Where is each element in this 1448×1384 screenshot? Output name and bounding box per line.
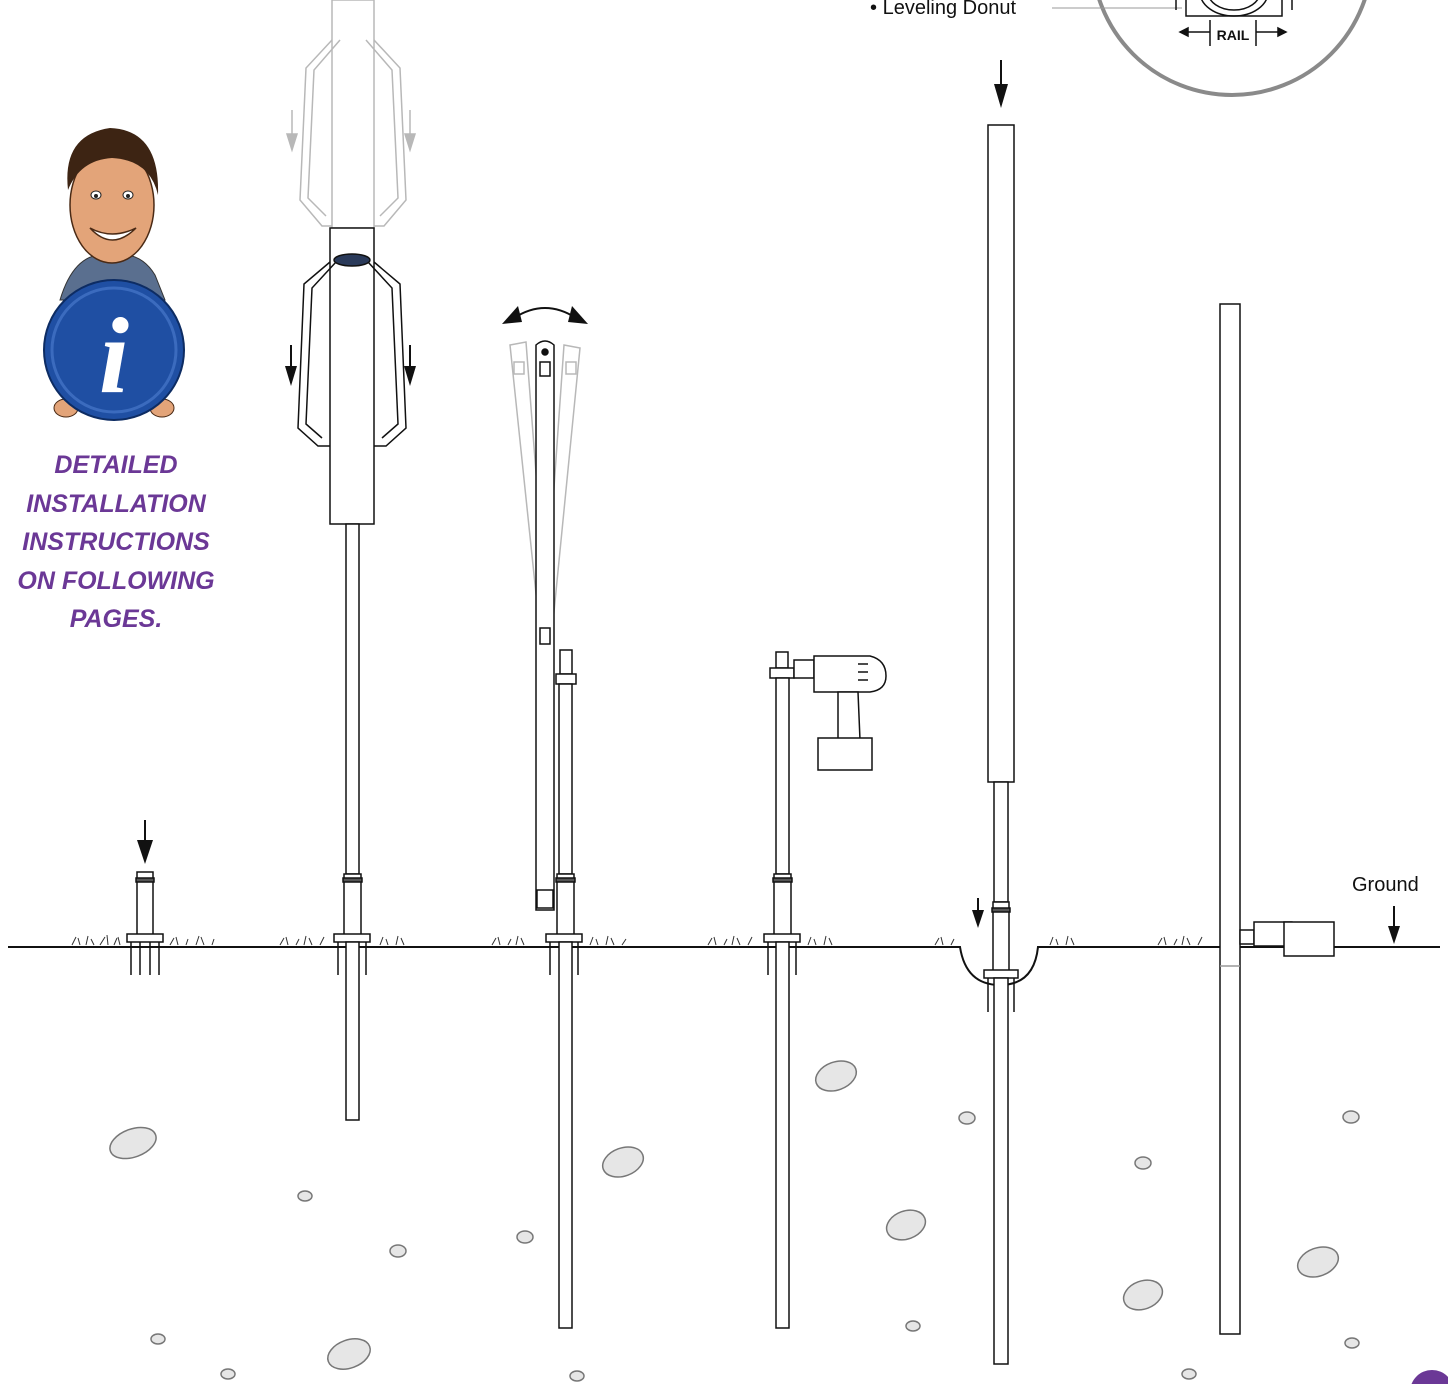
drill-icon: [1240, 922, 1334, 956]
step-5-pole: [984, 125, 1018, 1364]
step-6-pole: [1220, 304, 1240, 1334]
rocks: [106, 1056, 1359, 1381]
grass-tufts: [72, 935, 1202, 945]
step-2-housing: [298, 228, 406, 1120]
leveling-donut-label: • Leveling Donut: [870, 0, 1016, 20]
svg-text:i: i: [99, 297, 129, 416]
rail-label: RAIL: [1217, 27, 1250, 43]
ground-arrow-icon: [1388, 906, 1400, 944]
tilt-arrow-icon: [502, 306, 588, 324]
note-line: ON FOLLOWING: [0, 562, 232, 601]
note-line: INSTALLATION: [0, 485, 232, 524]
note-line: DETAILED: [0, 446, 232, 485]
step-2-ghost-housing: [287, 0, 415, 228]
bullet: •: [870, 0, 877, 19]
leveling-donut-callout: RAIL: [1052, 0, 1372, 95]
leveling-donut-text: Leveling Donut: [883, 0, 1016, 19]
installation-note: DETAILED INSTALLATION INSTRUCTIONS ON FO…: [0, 446, 232, 639]
step-4-pole: [764, 652, 800, 1328]
down-arrow-icon: [137, 820, 153, 864]
ground-label: Ground: [1352, 874, 1419, 897]
page-corner-badge: [1410, 1370, 1448, 1384]
note-line: PAGES.: [0, 600, 232, 639]
info-icon: i: [44, 280, 184, 420]
step-1-sleeve: [127, 872, 163, 975]
drill-icon: [794, 656, 886, 770]
note-line: INSTRUCTIONS: [0, 523, 232, 562]
